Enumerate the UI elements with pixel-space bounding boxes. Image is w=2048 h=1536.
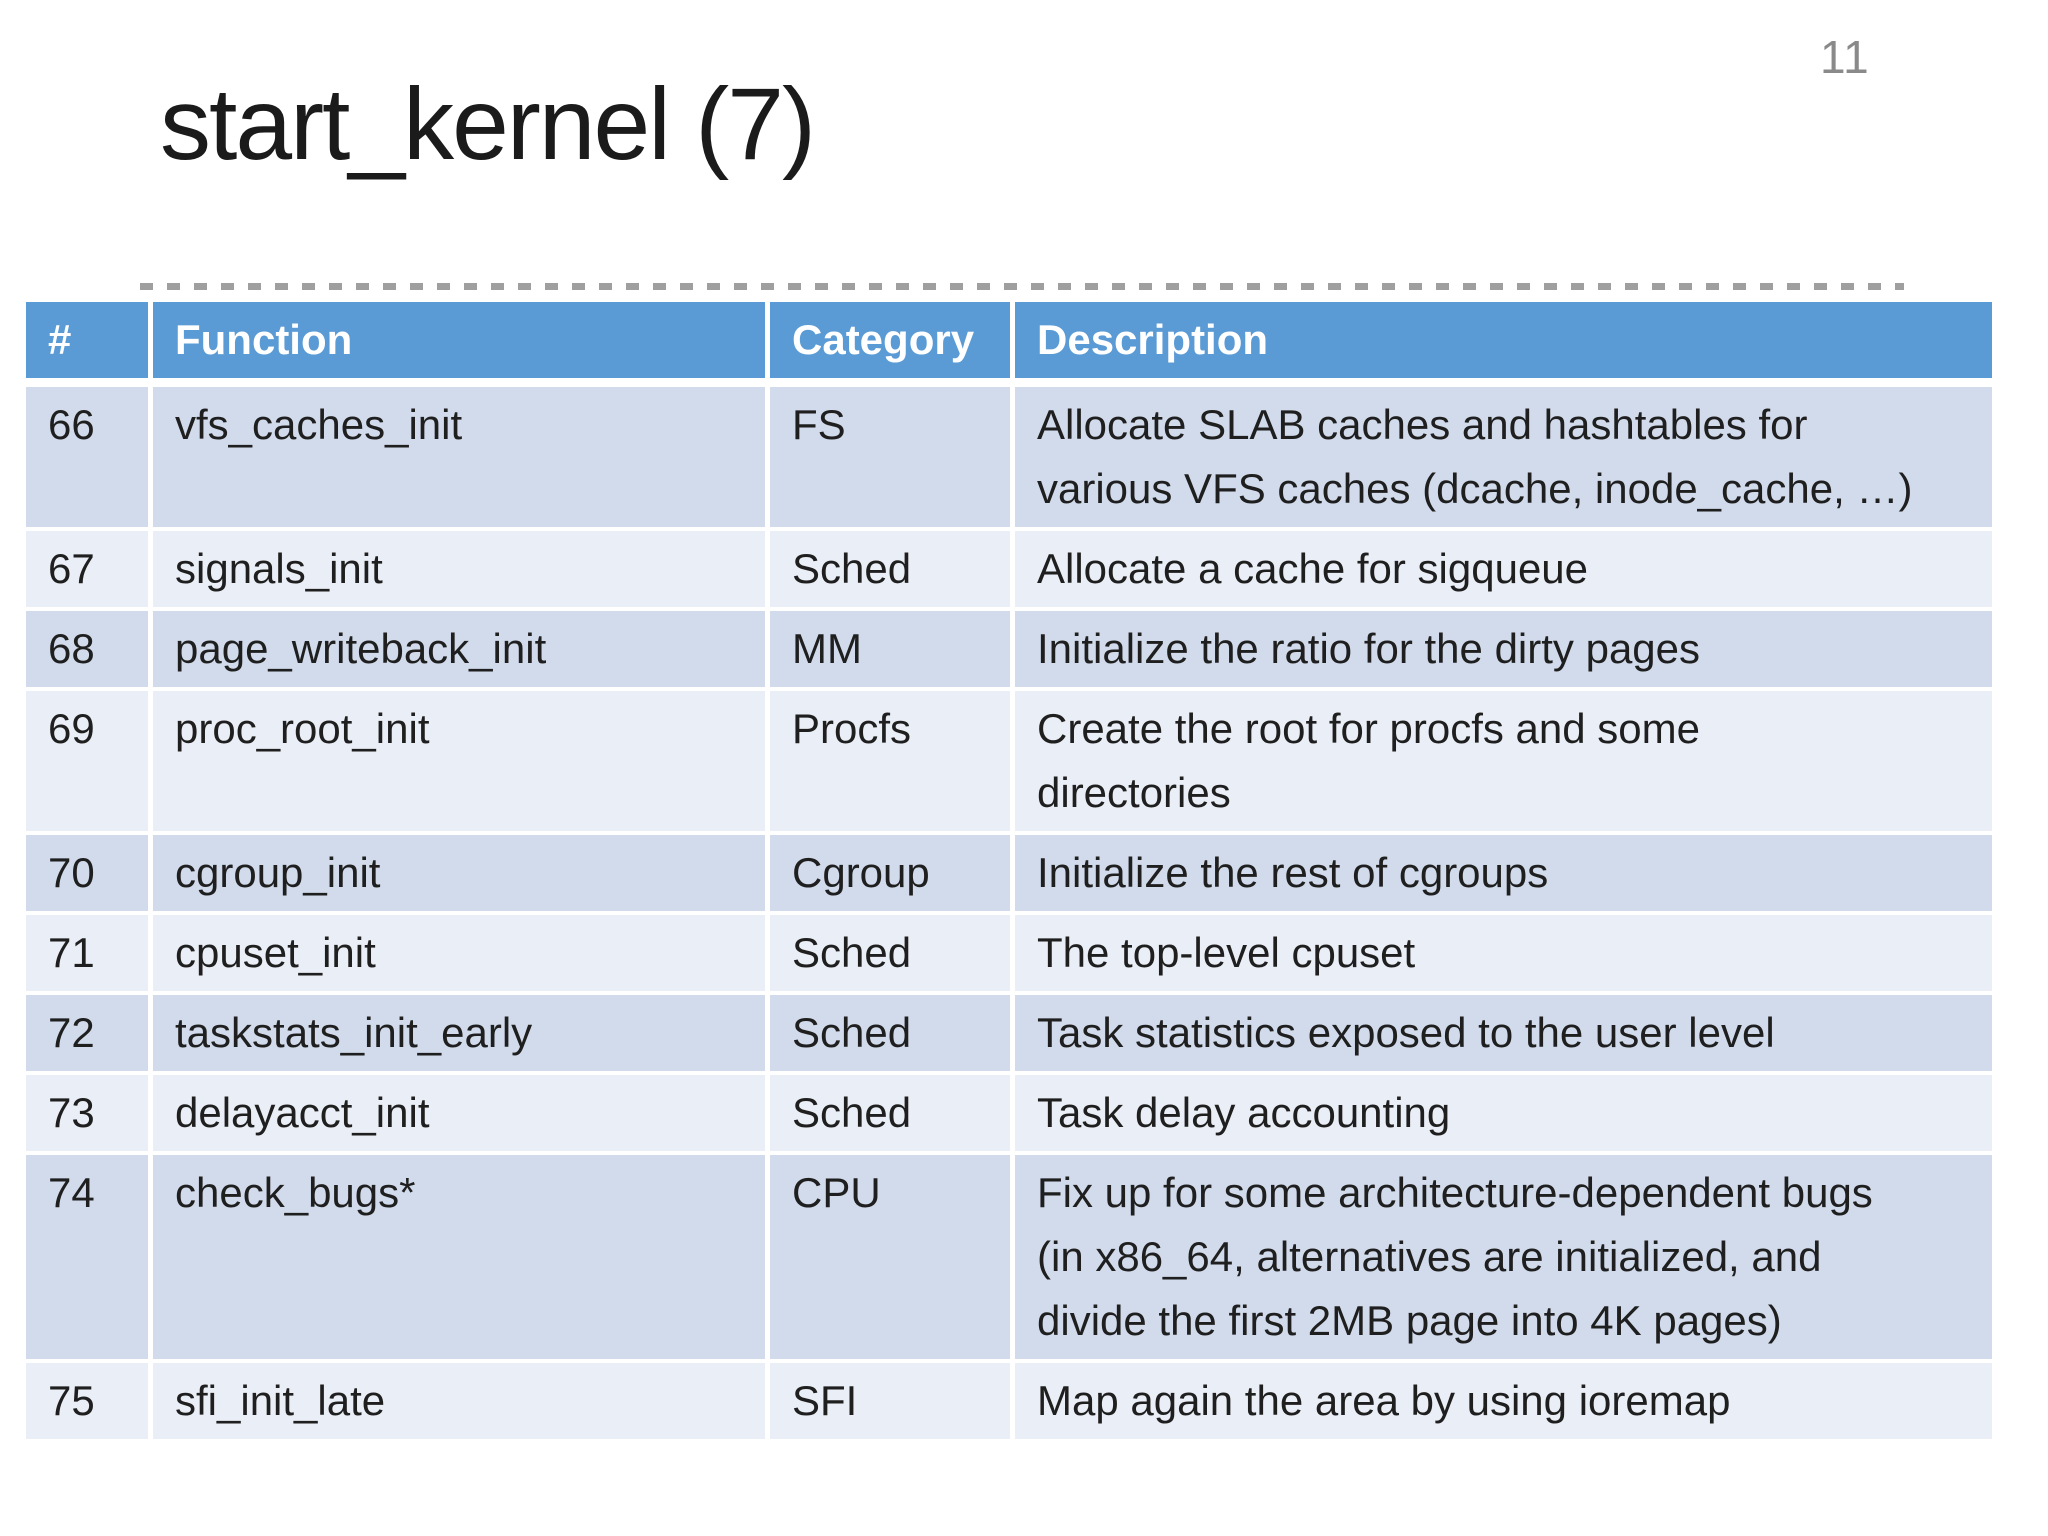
function-cell: sfi_init_late xyxy=(153,1363,765,1439)
table-row: 69 proc_root_init Procfs Create the root… xyxy=(26,691,1992,831)
category-cell: FS xyxy=(770,387,1010,527)
description-cell: Task delay accounting xyxy=(1015,1075,1992,1151)
description-line: various VFS caches (dcache, inode_cache,… xyxy=(1037,465,1913,512)
function-cell: vfs_caches_init xyxy=(153,387,765,527)
row-number-cell: 72 xyxy=(26,995,148,1071)
description-cell: Fix up for some architecture-dependent b… xyxy=(1015,1155,1992,1359)
description-cell: The top-level cpuset xyxy=(1015,915,1992,991)
description-cell: Allocate a cache for sigqueue xyxy=(1015,531,1992,607)
description-line: Allocate a cache for sigqueue xyxy=(1037,545,1589,592)
function-cell: proc_root_init xyxy=(153,691,765,831)
category-cell: MM xyxy=(770,611,1010,687)
description-line: Create the root for procfs and some xyxy=(1037,705,1700,752)
description-line: divide the first 2MB page into 4K pages) xyxy=(1037,1297,1782,1344)
description-cell: Create the root for procfs and some direc… xyxy=(1015,691,1992,831)
row-number-cell: 70 xyxy=(26,835,148,911)
function-cell: check_bugs* xyxy=(153,1155,765,1359)
description-line: Initialize the rest of cgroups xyxy=(1037,849,1549,896)
description-line: The top-level cpuset xyxy=(1037,929,1416,976)
description-line: (in x86_64, alternatives are initialized… xyxy=(1037,1233,1822,1280)
row-number-cell: 75 xyxy=(26,1363,148,1439)
table-row: 71 cpuset_init Sched The top-level cpuse… xyxy=(26,915,1992,991)
description-cell: Initialize the rest of cgroups xyxy=(1015,835,1992,911)
description-cell: Task statistics exposed to the user leve… xyxy=(1015,995,1992,1071)
description-cell: Map again the area by using ioremap xyxy=(1015,1363,1992,1439)
function-cell: delayacct_init xyxy=(153,1075,765,1151)
column-header-function: Function xyxy=(153,302,765,383)
functions-table: # Function Category Description 66 vfs_c… xyxy=(21,298,1997,1443)
page-number: 11 xyxy=(1820,31,1870,83)
category-cell: CPU xyxy=(770,1155,1010,1359)
description-line: Map again the area by using ioremap xyxy=(1037,1377,1731,1424)
row-number-cell: 67 xyxy=(26,531,148,607)
row-number-cell: 73 xyxy=(26,1075,148,1151)
description-cell: Allocate SLAB caches and hashtables for v… xyxy=(1015,387,1992,527)
description-cell: Initialize the ratio for the dirty pages xyxy=(1015,611,1992,687)
table-row: 73 delayacct_init Sched Task delay accou… xyxy=(26,1075,1992,1151)
description-line: Fix up for some architecture-dependent b… xyxy=(1037,1169,1873,1216)
column-header-number: # xyxy=(26,302,148,383)
row-number-cell: 74 xyxy=(26,1155,148,1359)
description-line: Task delay accounting xyxy=(1037,1089,1451,1136)
table-row: 74 check_bugs* CPU Fix up for some archi… xyxy=(26,1155,1992,1359)
table-row: 75 sfi_init_late SFI Map again the area … xyxy=(26,1363,1992,1439)
row-number-cell: 69 xyxy=(26,691,148,831)
table-row: 68 page_writeback_init MM Initialize the… xyxy=(26,611,1992,687)
category-cell: SFI xyxy=(770,1363,1010,1439)
page-title: start_kernel (7) xyxy=(160,67,816,181)
description-line: Task statistics exposed to the user leve… xyxy=(1037,1009,1775,1056)
column-header-description: Description xyxy=(1015,302,1992,383)
description-line: directories xyxy=(1037,769,1231,816)
description-line: Allocate SLAB caches and hashtables for xyxy=(1037,401,1808,448)
row-number-cell: 66 xyxy=(26,387,148,527)
table-header-row: # Function Category Description xyxy=(26,302,1992,383)
table-body: 66 vfs_caches_init FS Allocate SLAB cach… xyxy=(26,387,1992,1439)
dashed-divider xyxy=(140,283,1904,290)
category-cell: Cgroup xyxy=(770,835,1010,911)
description-line: Initialize the ratio for the dirty pages xyxy=(1037,625,1701,672)
table-row: 67 signals_init Sched Allocate a cache f… xyxy=(26,531,1992,607)
category-cell: Procfs xyxy=(770,691,1010,831)
table-row: 72 taskstats_init_early Sched Task stati… xyxy=(26,995,1992,1071)
category-cell: Sched xyxy=(770,1075,1010,1151)
function-cell: taskstats_init_early xyxy=(153,995,765,1071)
table-row: 70 cgroup_init Cgroup Initialize the res… xyxy=(26,835,1992,911)
category-cell: Sched xyxy=(770,995,1010,1071)
function-cell: signals_init xyxy=(153,531,765,607)
column-header-category: Category xyxy=(770,302,1010,383)
table-row: 66 vfs_caches_init FS Allocate SLAB cach… xyxy=(26,387,1992,527)
row-number-cell: 71 xyxy=(26,915,148,991)
row-number-cell: 68 xyxy=(26,611,148,687)
function-cell: page_writeback_init xyxy=(153,611,765,687)
function-cell: cgroup_init xyxy=(153,835,765,911)
category-cell: Sched xyxy=(770,531,1010,607)
function-cell: cpuset_init xyxy=(153,915,765,991)
category-cell: Sched xyxy=(770,915,1010,991)
